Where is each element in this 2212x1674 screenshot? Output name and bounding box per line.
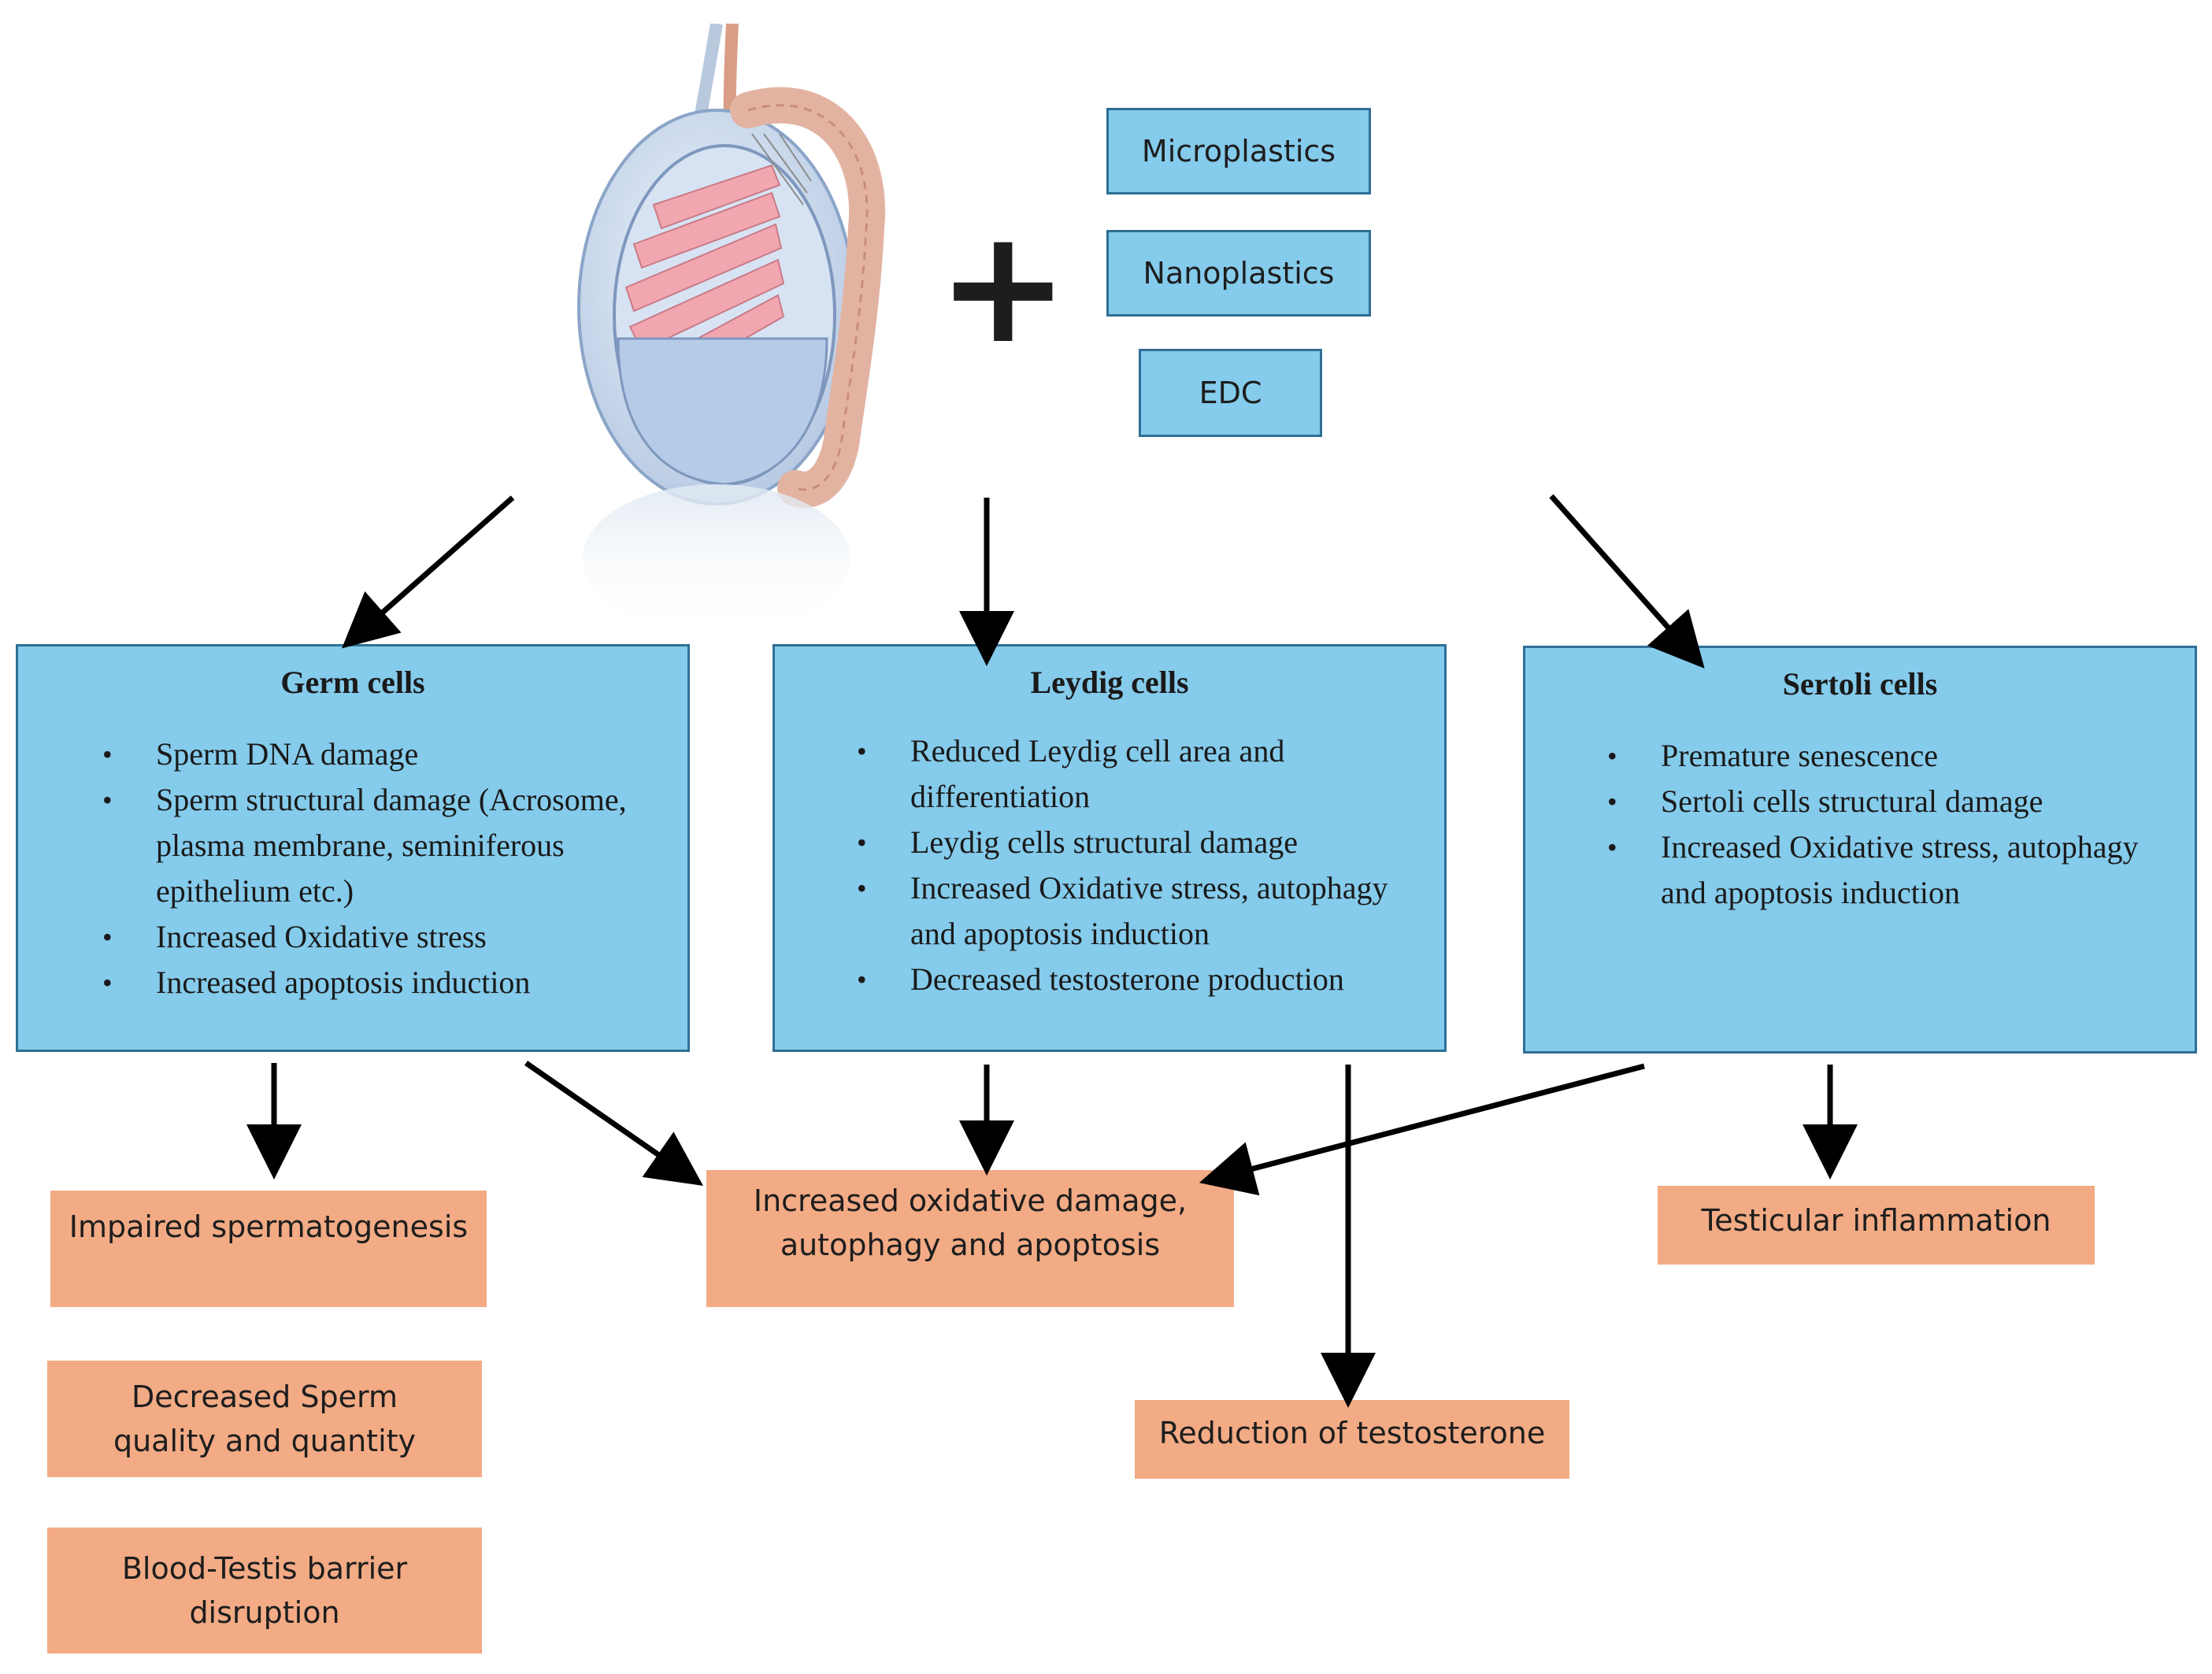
reduction-testosterone-box: Reduction of testosterone bbox=[1135, 1400, 1569, 1479]
sertoli-cells-title: Sertoli cells bbox=[1782, 666, 1938, 702]
impaired-spermatogenesis-label: Impaired spermatogenesis bbox=[69, 1209, 469, 1244]
oxidative-damage-box: Increased oxidative damage, autophagy an… bbox=[706, 1170, 1234, 1307]
microplastics-label: Microplastics bbox=[1141, 134, 1336, 169]
list-item: Increased apoptosis induction bbox=[102, 960, 660, 1006]
edc-box: EDC bbox=[1139, 349, 1322, 437]
leydig-cells-box: Leydig cells Reduced Leydig cell area an… bbox=[773, 644, 1447, 1052]
blood-testis-barrier-box: Blood-Testis barrier disruption bbox=[47, 1528, 482, 1654]
nanoplastics-label: Nanoplastics bbox=[1143, 256, 1335, 291]
list-item: Increased Oxidative stress bbox=[102, 914, 660, 960]
germ-cells-box: Germ cells Sperm DNA damage Sperm struct… bbox=[16, 644, 690, 1052]
impaired-spermatogenesis-box: Impaired spermatogenesis bbox=[50, 1191, 487, 1307]
nanoplastics-box: Nanoplastics bbox=[1106, 230, 1371, 317]
list-item: Sperm structural damage (Acrosome, plasm… bbox=[102, 777, 660, 914]
list-item: Sertoli cells structural damage bbox=[1607, 779, 2173, 824]
leydig-cells-list: Reduced Leydig cell area and differentia… bbox=[857, 728, 1422, 1002]
arrow-to-sertoli-cells bbox=[1549, 494, 1705, 668]
testicular-inflammation-label: Testicular inflammation bbox=[1701, 1203, 2051, 1238]
arrow-to-germ-cells bbox=[342, 495, 515, 649]
list-item: Reduced Leydig cell area and differentia… bbox=[857, 728, 1422, 820]
list-item: Sperm DNA damage bbox=[102, 731, 660, 777]
reduction-testosterone-label: Reduction of testosterone bbox=[1158, 1416, 1546, 1450]
list-item: Increased Oxidative stress, autophagy an… bbox=[1607, 824, 2173, 916]
list-item: Decreased testosterone production bbox=[857, 957, 1422, 1002]
decreased-sperm-box: Decreased Sperm quality and quantity bbox=[47, 1361, 482, 1477]
sertoli-cells-box: Sertoli cells Premature senescence Serto… bbox=[1523, 646, 2197, 1054]
microplastics-box: Microplastics bbox=[1106, 108, 1371, 194]
arrow-sertoli-to-oxidative bbox=[1199, 1063, 1645, 1196]
oxidative-damage-label: Increased oxidative damage, autophagy an… bbox=[753, 1183, 1188, 1262]
germ-cells-list: Sperm DNA damage Sperm structural damage… bbox=[102, 731, 660, 1006]
edc-label: EDC bbox=[1199, 376, 1262, 410]
germ-cells-title: Germ cells bbox=[280, 665, 425, 700]
list-item: Leydig cells structural damage bbox=[857, 820, 1422, 865]
arrow-germ-to-oxidative bbox=[524, 1061, 704, 1186]
decreased-sperm-label: Decreased Sperm quality and quantity bbox=[113, 1380, 417, 1458]
list-item: Increased Oxidative stress, autophagy an… bbox=[857, 865, 1422, 957]
testis-illustration bbox=[577, 24, 886, 634]
leydig-cells-title: Leydig cells bbox=[1030, 665, 1189, 700]
sertoli-cells-list: Premature senescence Sertoli cells struc… bbox=[1607, 733, 2173, 916]
testicular-inflammation-box: Testicular inflammation bbox=[1658, 1186, 2095, 1265]
blood-testis-barrier-label: Blood-Testis barrier disruption bbox=[121, 1551, 408, 1630]
list-item: Premature senescence bbox=[1607, 733, 2173, 779]
